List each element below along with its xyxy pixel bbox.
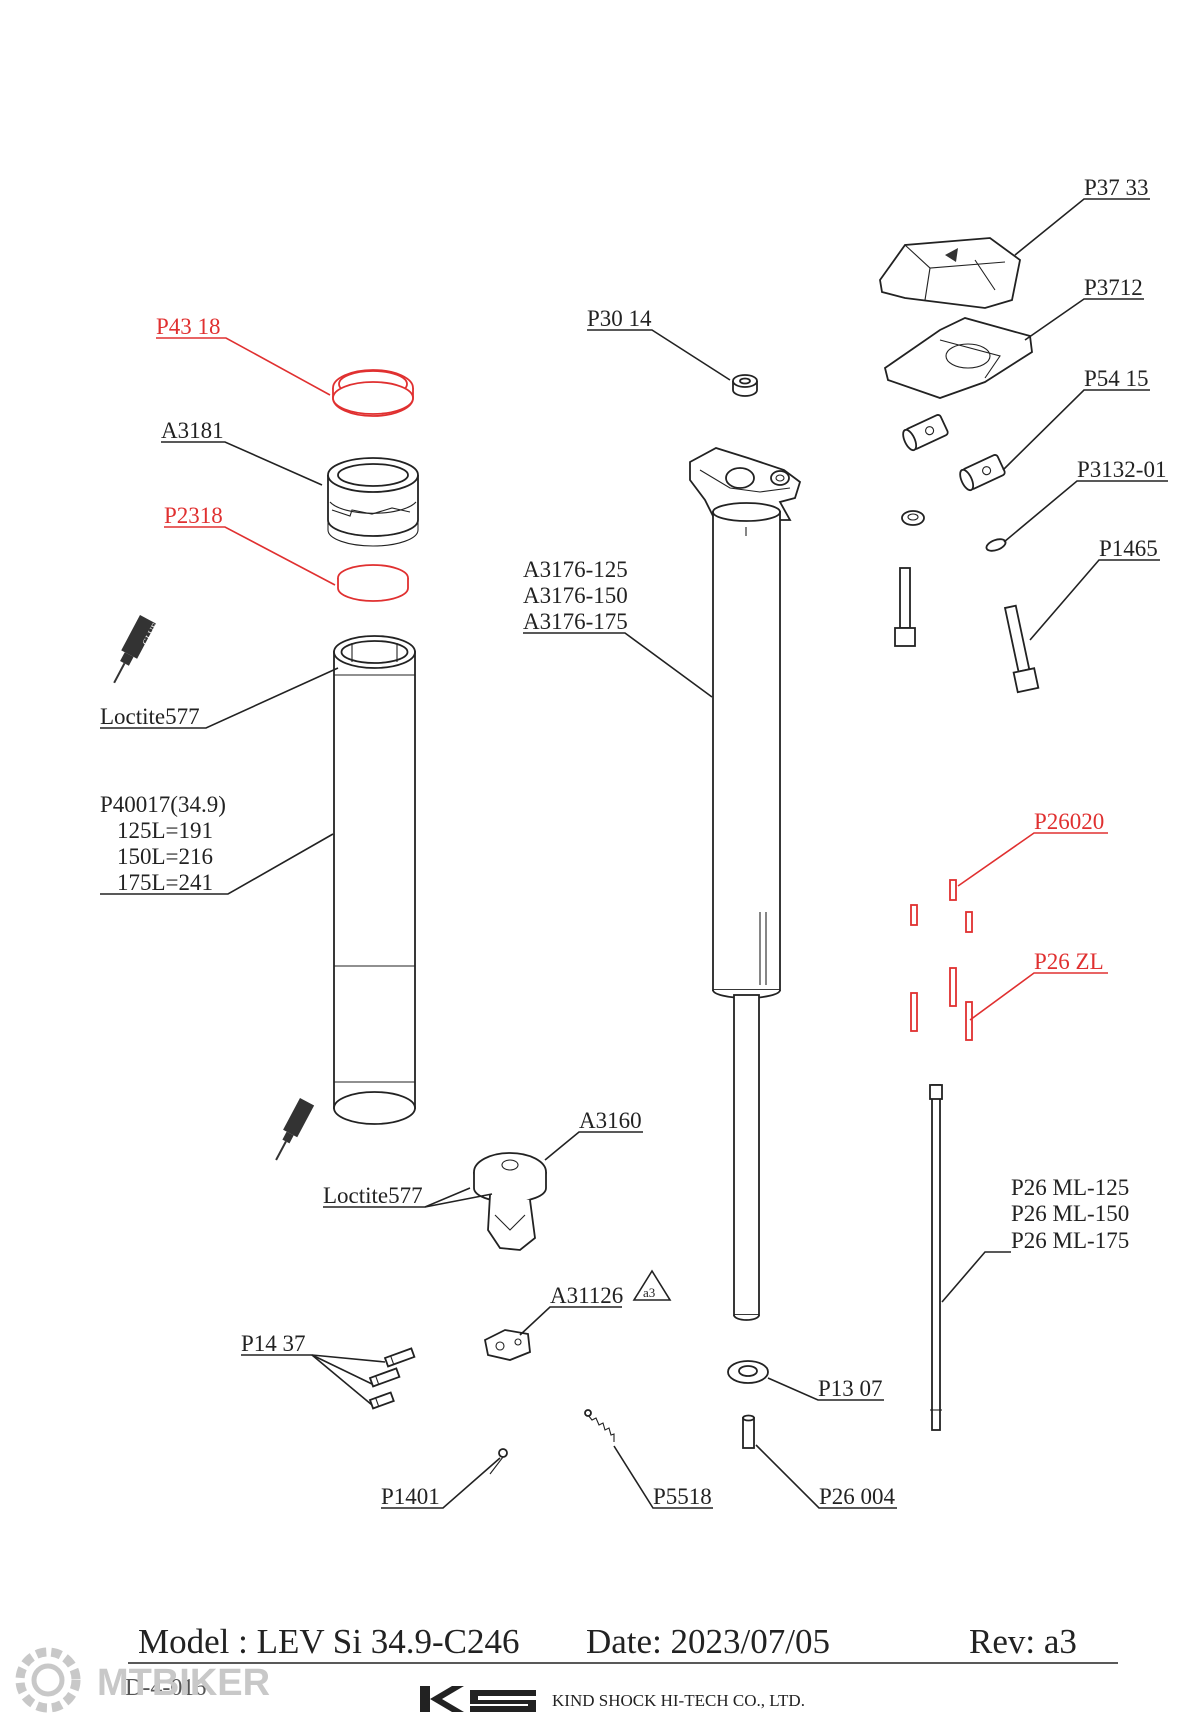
company-name: KIND SHOCK HI-TECH CO., LTD. (552, 1691, 805, 1710)
small-washer (901, 510, 925, 526)
pins-p26020 (910, 879, 973, 933)
watermark-brand: MTBIKER (97, 1662, 270, 1704)
label-p2318: P2318 (164, 503, 223, 528)
leader-a31126 (519, 1306, 622, 1336)
rev-text: Rev: a3 (969, 1622, 1077, 1661)
glue-tube-bottom-icon (275, 1098, 315, 1161)
gear-logo-icon (15, 1647, 81, 1713)
label-p1401: P1401 (381, 1484, 440, 1509)
rod-p26ml (929, 1084, 943, 1431)
leader-a3176 (523, 632, 713, 698)
cartridge-a3160 (473, 1152, 547, 1251)
leader-p40017 (100, 833, 334, 895)
label-p40017-line2: 125L=191 (117, 818, 213, 843)
clip-p3132 (985, 538, 1007, 552)
leader-p26020 (957, 832, 1108, 887)
bottom-clamp-p3712 (883, 317, 1033, 399)
label-p26ml-line1: P26 ML-125 (1011, 1175, 1129, 1200)
date-text: Date: 2023/07/05 (586, 1622, 830, 1661)
label-a31126: A31126 (550, 1283, 623, 1308)
label-p40017-line4: 175L=241 (117, 870, 213, 895)
leader-p3712 (1024, 298, 1144, 341)
leader-p1437-c (311, 1354, 373, 1406)
spring-p5518 (584, 1409, 615, 1442)
label-p3132: P3132-01 (1077, 457, 1166, 482)
label-a3160: A3160 (579, 1108, 642, 1133)
label-p26ml-line3: P26 ML-175 (1011, 1228, 1129, 1253)
collar-a3181 (327, 457, 419, 547)
leader-p3132 (1003, 480, 1168, 543)
label-p26ml-line2: P26 ML-150 (1011, 1201, 1129, 1226)
leader-p5415 (1002, 389, 1150, 471)
label-p3712: P3712 (1084, 275, 1143, 300)
leader-p3014 (587, 329, 731, 381)
top-clamp-p3733 (879, 237, 1021, 309)
label-a3176-line2: A3176-150 (523, 583, 628, 608)
pins-p26zl (910, 967, 973, 1041)
lever-a31126 (483, 1329, 531, 1361)
leader-loctite-bottom-2 (424, 1193, 493, 1208)
seal-p4318 (332, 369, 414, 417)
screws-p1437 (368, 1347, 416, 1410)
pin-p1401 (489, 1448, 508, 1475)
leader-a3181 (161, 441, 323, 486)
label-a3176-line3: A3176-175 (523, 609, 628, 634)
revision-triangle-icon: a3 (632, 1269, 672, 1301)
leader-p1307 (767, 1377, 884, 1401)
leader-p1401 (381, 1457, 501, 1509)
washer-p1307 (727, 1360, 769, 1384)
nut-p3014 (732, 374, 758, 397)
label-loctite-bottom: Loctite577 (323, 1183, 423, 1208)
leader-a3160 (544, 1131, 643, 1161)
leader-p3733 (1014, 198, 1150, 256)
revision-triangle-label: a3 (643, 1285, 655, 1300)
label-p40017-line1: P40017(34.9) (100, 792, 226, 817)
label-p26004: P26 004 (819, 1484, 896, 1509)
label-p26020: P26020 (1034, 809, 1104, 834)
clamp-head (689, 447, 802, 521)
bolt-p1465 (1003, 604, 1040, 694)
doc-number: D-4-016 (125, 1675, 206, 1701)
model-text: Model : LEV Si 34.9-C246 (138, 1622, 519, 1661)
label-p5415: P54 15 (1084, 366, 1149, 391)
label-p1437: P14 37 (241, 1331, 306, 1356)
leader-p1465 (1029, 559, 1160, 641)
leader-p26zl (969, 972, 1108, 1021)
stanchion-a3176 (712, 502, 781, 1321)
leader-p26004 (755, 1444, 897, 1509)
label-p26zl: P26 ZL (1034, 949, 1104, 974)
leader-p26ml (941, 1251, 1011, 1303)
ring-p2318 (337, 564, 409, 602)
barrel-nuts-p5415 (902, 414, 1006, 492)
leader-p1437-b (311, 1354, 373, 1385)
label-a3181: A3181 (161, 418, 224, 443)
ks-logo-icon (420, 1686, 536, 1712)
label-p3014: P30 14 (587, 306, 652, 331)
outer-tube-p40017 (333, 635, 416, 1125)
pin-p26004 (742, 1414, 755, 1449)
label-a3176-line1: A3176-125 (523, 557, 628, 582)
leader-p5518 (613, 1445, 713, 1509)
label-loctite-top: Loctite577 (100, 704, 200, 729)
bolt-left (894, 567, 916, 647)
label-p1465: P1465 (1099, 536, 1158, 561)
leader-p2318 (164, 526, 336, 586)
leader-p4318 (156, 337, 331, 396)
label-p4318: P43 18 (156, 314, 221, 339)
label-p40017-line3: 150L=216 (117, 844, 213, 869)
label-p5518: P5518 (653, 1484, 712, 1509)
glue-tube-icon: GLUE (113, 615, 161, 684)
label-p1307: P13 07 (818, 1376, 883, 1401)
label-p3733: P37 33 (1084, 175, 1149, 200)
leader-loctite-top (100, 667, 339, 729)
